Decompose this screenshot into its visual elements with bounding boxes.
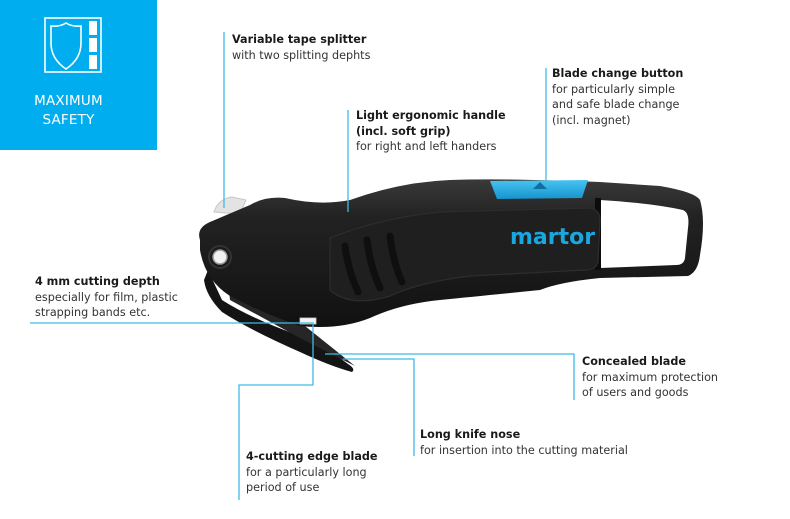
callout-blade-change: Blade change button for particularly sim… [552,66,683,128]
badge-line-2: SAFETY [42,112,95,128]
callout-desc: and safe blade change [552,98,680,111]
callout-title: 4 mm cutting depth [35,275,160,288]
knife-nose-part [204,270,354,372]
callout-title: Concealed blade [582,355,686,368]
badge-line-1: MAXIMUM [34,93,103,109]
blade-change-button [490,180,588,199]
callout-cutting-depth: 4 mm cutting depth especially for film, … [35,274,178,321]
leader-knife-nose [343,358,415,456]
callout-desc: of users and goods [582,386,689,399]
callout-title: Variable tape splitter [232,33,367,46]
callout-desc: period of use [246,481,320,494]
callout-desc: for insertion into the cutting material [420,443,628,457]
callout-desc: strapping bands etc. [35,306,151,319]
callout-desc: especially for film, plastic [35,290,178,304]
pivot-ring [212,249,228,265]
callout-desc: for a particularly long [246,465,367,479]
callout-title: Long knife nose [420,428,521,441]
callout-desc: for maximum protection [582,370,719,384]
brand-logo: martor [510,225,595,250]
blade-tip [299,317,317,325]
callout-cutting-edge: 4-cutting edge blade for a particularly … [246,449,378,496]
maximum-safety-badge: MAXIMUM SAFETY [0,0,157,150]
badge-label: MAXIMUM SAFETY [0,92,137,130]
callout-concealed-blade: Concealed blade for maximum protection o… [582,354,718,401]
callout-title-2: (incl. soft grip) [356,124,451,138]
callout-desc: with two splitting dephts [232,48,371,62]
leader-concealed-blade [325,353,575,400]
leader-cutting-edge [30,322,314,500]
leader-lines [30,32,575,500]
callout-desc: (incl. magnet) [552,113,631,127]
callout-title: Blade change button [552,67,684,80]
button-arrow-icon [533,182,547,189]
shield-safety-icon [44,17,102,73]
callout-handle: Light ergonomic handle (incl. soft grip)… [356,108,506,155]
callout-title: 4-cutting edge blade [246,450,378,463]
hook-opening [600,200,689,268]
callout-title: Light ergonomic handle [356,109,506,122]
callout-desc: for right and left handers [356,140,497,153]
callout-desc: for particularly simple [552,82,676,96]
callout-tape-splitter: Variable tape splitter with two splittin… [232,32,370,63]
callout-knife-nose: Long knife nose for insertion into the c… [420,427,628,458]
